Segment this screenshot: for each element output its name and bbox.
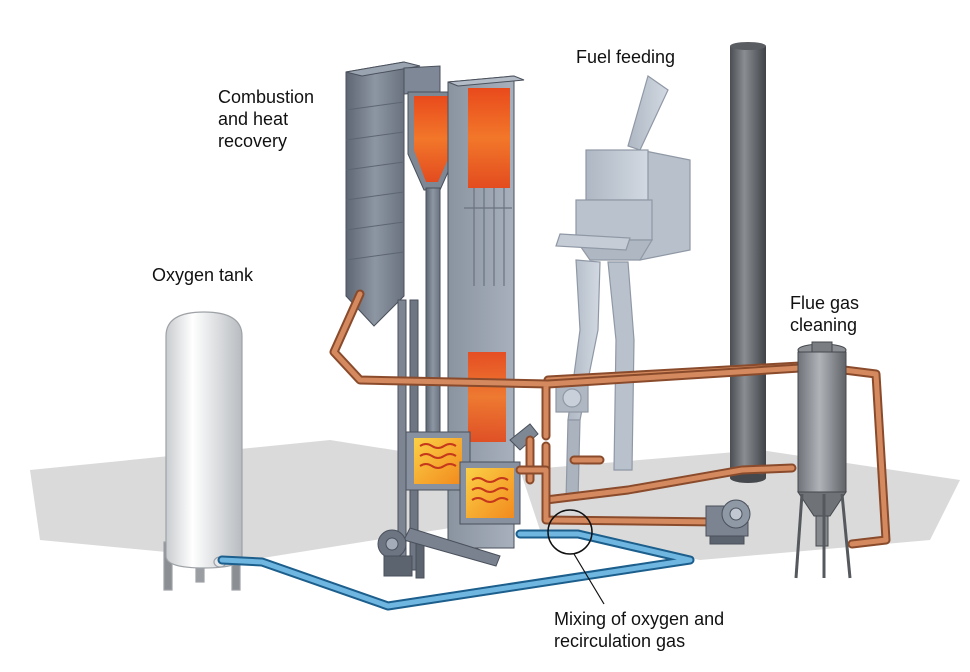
combustion-unit: [345, 61, 539, 579]
label-line: recirculation gas: [554, 631, 686, 651]
oxygen-tank: [163, 311, 243, 591]
label-fuel-feeding: Fuel feeding: [576, 46, 675, 68]
label-combustion-heat-recovery: Combustion and heat recovery: [218, 86, 314, 152]
label-oxygen-tank: Oxygen tank: [152, 264, 253, 286]
label-line: and heat: [218, 109, 289, 129]
label-line: Combustion: [218, 87, 315, 107]
recirculation-fan: [705, 499, 751, 545]
oxygen-pipe: [217, 529, 695, 611]
label-line: cleaning: [790, 315, 858, 335]
label-line: recovery: [218, 131, 288, 151]
label-flue-gas-cleaning: Flue gas cleaning: [790, 292, 859, 336]
label-mixing-oxygen-recirculation: Mixing of oxygen and recirculation gas: [554, 608, 724, 652]
flue-gas-cleaning-vessel: [794, 341, 852, 579]
copper-pipe-front: [329, 289, 891, 549]
label-line: Flue gas: [790, 293, 860, 313]
label-line: Fuel feeding: [576, 47, 676, 67]
label-line: Mixing of oxygen and: [554, 609, 725, 629]
label-line: Oxygen tank: [152, 265, 254, 285]
mixing-point-marker: [547, 509, 605, 605]
chimney-stack: [730, 42, 766, 483]
fuel-feeding-unit: [555, 75, 691, 501]
